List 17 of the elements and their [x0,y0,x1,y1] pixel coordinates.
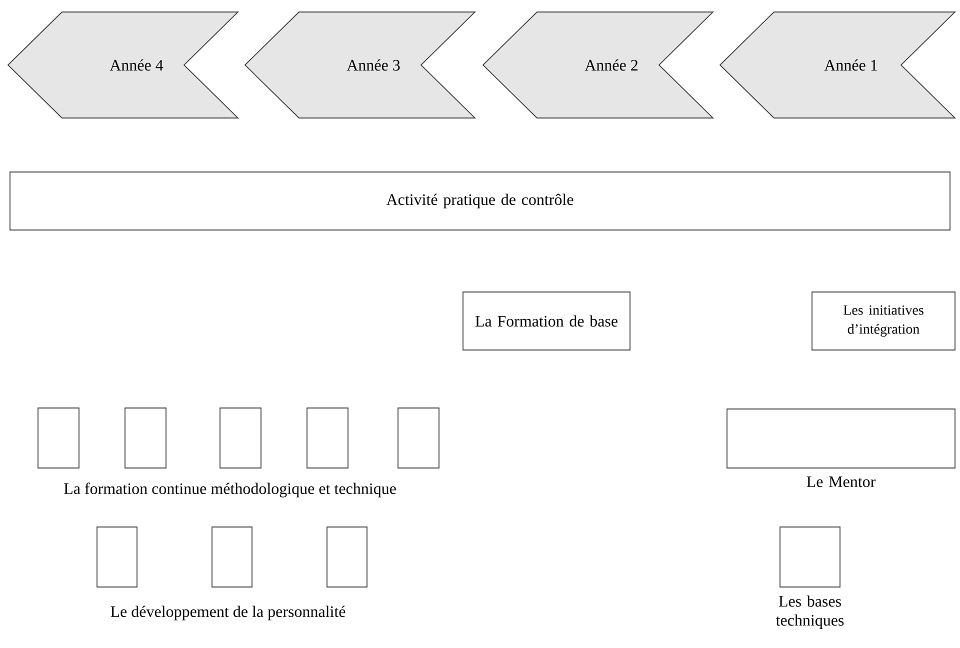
group-label: Le développement de la personnalité [110,606,346,620]
node-label: Le Mentor [806,476,876,488]
empty-box [398,408,440,468]
empty-box [212,526,252,588]
empty-box [220,408,262,468]
empty-box [38,408,80,468]
text-box: Les initiatives d’intégration [812,292,956,350]
group-label: La formation continue méthodologique et technique [64,482,396,498]
text-box: Activité pratique de contrôle [10,172,950,230]
empty-box [96,526,138,588]
empty-box [326,526,368,588]
labeled-box: Le Mentor [726,408,956,488]
empty-box [124,408,166,468]
empty-box [306,408,348,468]
node-label: Les bases techniques [776,595,844,629]
text-box: La Formation de base [462,292,630,350]
labeled-box: Les bases techniques [776,526,844,629]
